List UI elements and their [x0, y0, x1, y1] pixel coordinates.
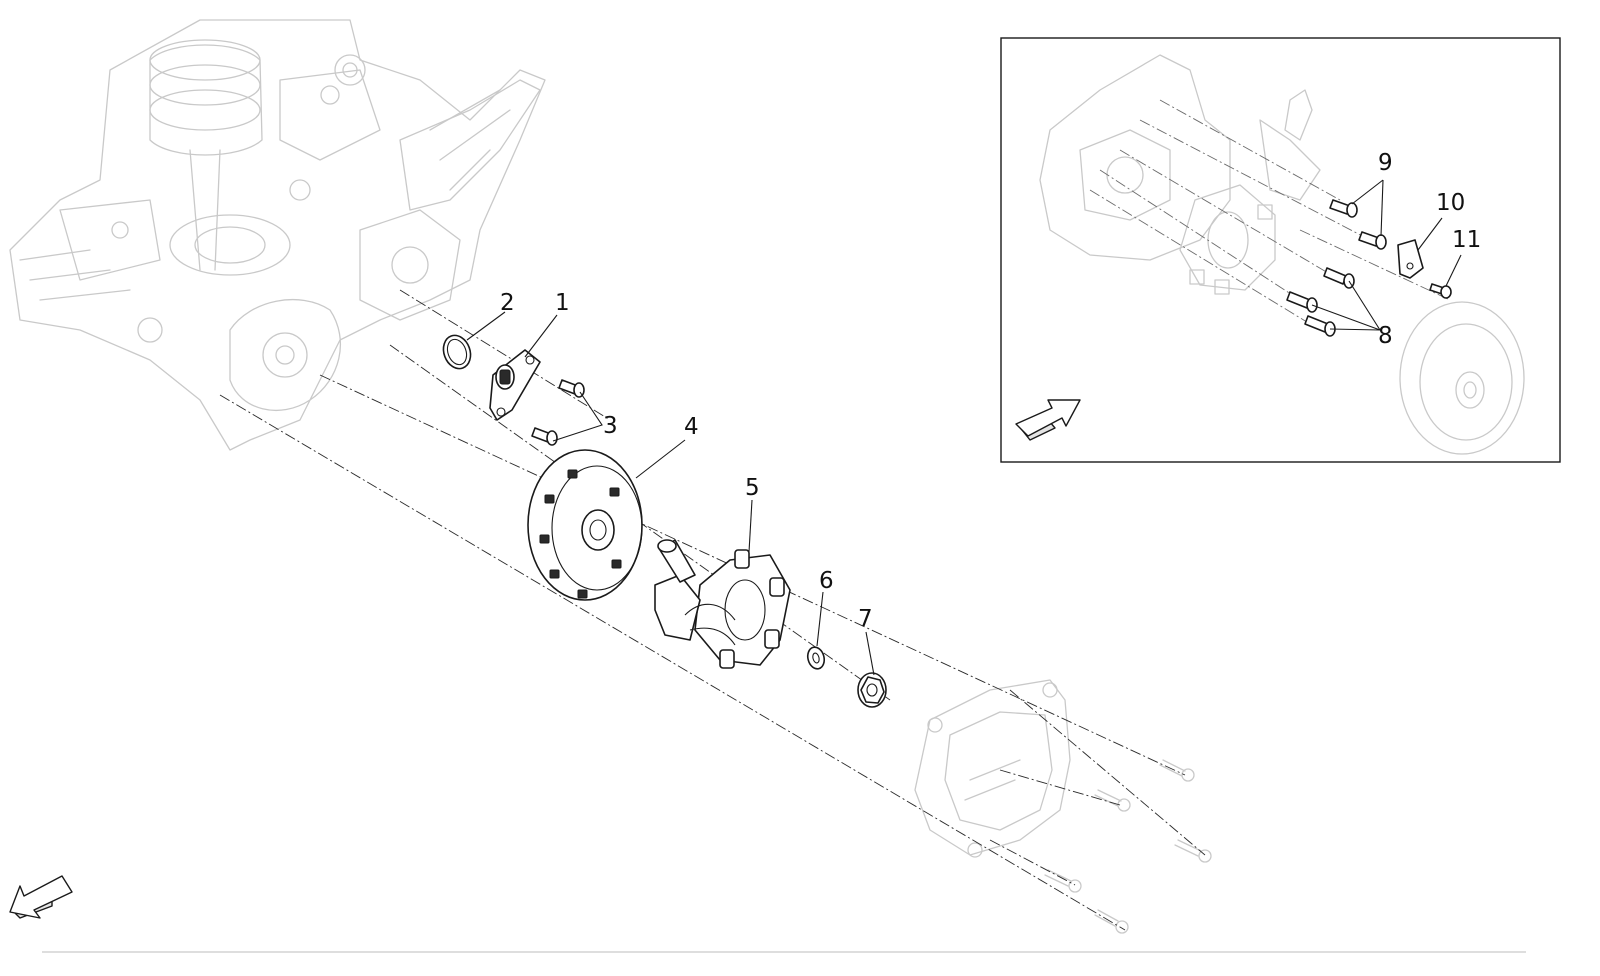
callout-group-main: 2 1 3 4 5 6 7 [466, 290, 875, 676]
callout-1: 1 [555, 290, 570, 316]
direction-arrow-icon [1015, 399, 1081, 441]
part-bolts-8 [1286, 267, 1355, 337]
callout-8: 8 [1378, 323, 1393, 349]
part-washer [806, 646, 826, 670]
inset-rotor-ghost [1399, 301, 1525, 455]
part-bracket-10 [1397, 239, 1424, 279]
engine-cover-ghost [914, 679, 1212, 934]
cover-bolts-ghost [1044, 759, 1212, 934]
inset-detail-view: 9 10 11 8 [1000, 37, 1561, 463]
part-flywheel-rotor [527, 449, 643, 601]
part-flange-nut [857, 672, 887, 708]
direction-arrow-icon [9, 875, 73, 919]
callout-7: 7 [858, 606, 873, 632]
callout-9: 9 [1378, 150, 1393, 176]
callout-11: 11 [1452, 227, 1481, 253]
part-o-ring [442, 334, 472, 370]
inset-engine-ghost [1039, 54, 1321, 295]
part-bolt-11 [1429, 283, 1452, 299]
part-stator [654, 539, 791, 669]
part-bolts-3 [531, 379, 585, 446]
callout-4: 4 [684, 414, 699, 440]
part-sensor-plate [489, 349, 541, 421]
callout-3: 3 [603, 413, 618, 439]
engine-block-ghost [9, 19, 546, 451]
callout-5: 5 [745, 475, 760, 501]
callout-6: 6 [819, 568, 834, 594]
callout-10: 10 [1436, 190, 1465, 216]
part-bolts-9 [1329, 199, 1387, 250]
callout-2: 2 [500, 290, 515, 316]
